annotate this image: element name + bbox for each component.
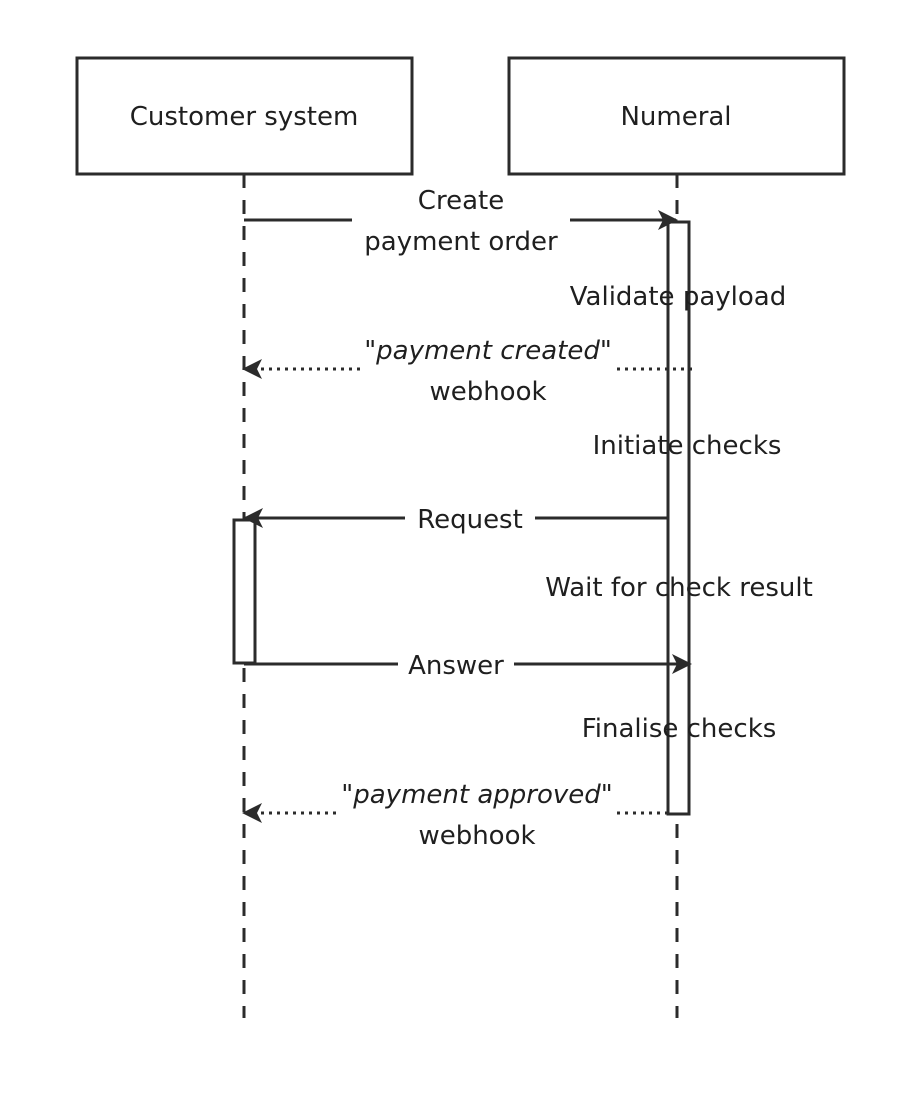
participant-numeral: Numeral [507,56,846,176]
message-create-payment-order: Create payment order [244,186,678,257]
message-label-line: Answer [408,651,504,681]
message-payment-created-webhook: "payment created" webhook [242,336,692,407]
participant-label: Customer system [130,102,359,132]
message-answer: Answer [244,651,692,681]
message-request: Request [243,505,668,535]
activation-bar-customer [232,518,257,665]
note-finalise-checks: Finalise checks [582,714,777,744]
message-label-line: webhook [418,821,535,851]
message-label-line: webhook [429,377,546,407]
note-wait-for-check-result: Wait for check result [545,573,813,603]
message-label-line: Request [417,505,523,535]
note-initiate-checks: Initiate checks [593,431,782,461]
participant-label: Numeral [620,102,731,132]
note-validate-payload: Validate payload [570,282,786,312]
message-label-line: Create [418,186,504,216]
message-label-line: "payment approved" [341,780,612,810]
message-label-line: payment order [364,227,558,257]
message-label-line: "payment created" [364,336,612,366]
participant-customer: Customer system [75,56,414,176]
message-payment-approved-webhook: "payment approved" webhook [242,780,668,851]
